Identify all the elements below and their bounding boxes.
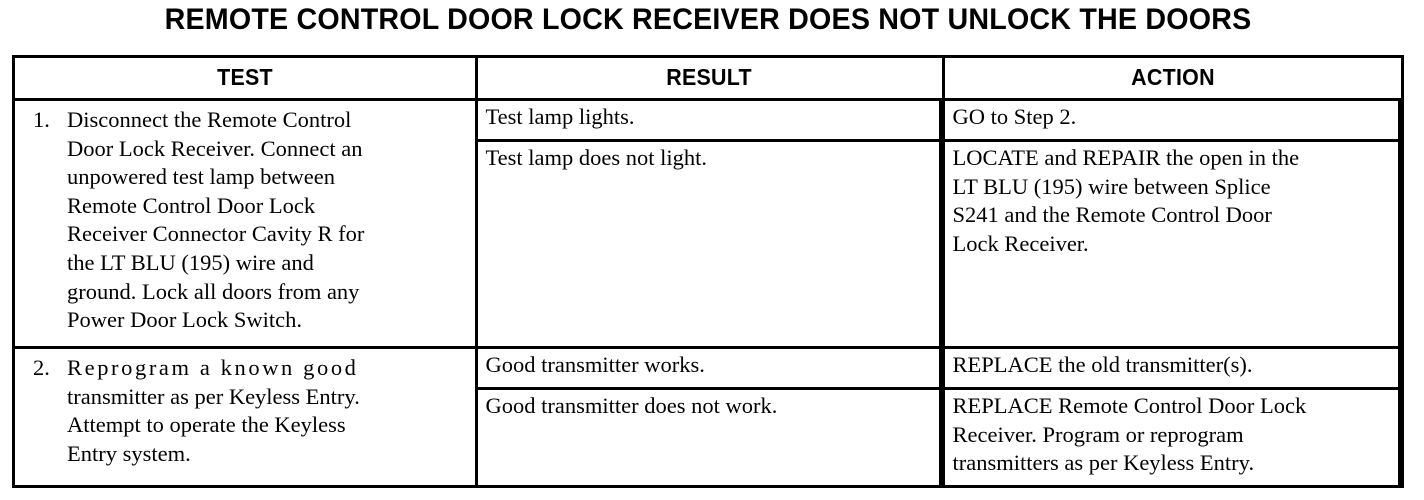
step-text-line: Door Lock Receiver. Connect an [67, 135, 363, 161]
step-text-line: Reprogram a known good [67, 355, 359, 381]
test-cell-step-1: 1. Disconnect the Remote Control Door Lo… [15, 99, 478, 348]
table-body: 1. Disconnect the Remote Control Door Lo… [15, 99, 1401, 485]
result-subrow: Test lamp does not light. [477, 139, 942, 347]
action-subtable-step-1: GO to Step 2. LOCATE and REPAIR the open… [944, 101, 1401, 347]
step-text-line: unpowered test lamp between [67, 164, 336, 190]
action-subrow: REPLACE the old transmitter(s). [944, 349, 1401, 389]
table-row: 1. Disconnect the Remote Control Door Lo… [15, 99, 1401, 348]
action-text-line: REPLACE Remote Control Door Lock [952, 393, 1307, 419]
action-outcome-1: REPLACE the old transmitter(s). [944, 349, 1401, 389]
step-text-line: transmitter as per Keyless Entry. [67, 383, 360, 409]
result-text-line: Good transmitter works. [485, 352, 705, 378]
action-text-line: REPLACE the old transmitter(s). [952, 352, 1253, 378]
action-subrow: GO to Step 2. [944, 101, 1401, 141]
test-cell-content: 1. Disconnect the Remote Control Door Lo… [15, 101, 475, 341]
action-subrow: LOCATE and REPAIR the open in the LT BLU… [944, 139, 1401, 347]
diagnostic-table: TEST RESULT ACTION 1. [15, 58, 1401, 485]
test-step-1: 1. Disconnect the Remote Control Door Lo… [29, 106, 469, 335]
step-text-line: Entry system. [67, 440, 191, 466]
result-subrow: Test lamp lights. [477, 101, 942, 141]
result-subtable-step-1: Test lamp lights. Test lamp does not lig… [477, 101, 942, 347]
result-outcome-1: Test lamp lights. [477, 101, 942, 141]
test-cell-step-2: 2. Reprogram a known good transmitter as… [15, 346, 478, 485]
step-text-line: Attempt to operate the Keyless [67, 412, 346, 438]
action-cell-step-1: GO to Step 2. LOCATE and REPAIR the open… [943, 100, 1401, 348]
test-step-2: 2. Reprogram a known good transmitter as… [29, 354, 469, 468]
result-text-line: Test lamp lights. [485, 104, 635, 129]
step-text-line: ground. Lock all doors from any [67, 278, 360, 304]
action-text-line: GO to Step 2. [952, 104, 1077, 129]
column-header-test-label: TEST [216, 64, 273, 90]
column-header-test: TEST [15, 58, 478, 101]
step-number: 2. [33, 355, 50, 381]
result-outcome-2: Good transmitter does not work. [477, 387, 942, 485]
result-outcome-1: Good transmitter works. [477, 349, 942, 389]
step-text-line: Disconnect the Remote Control [67, 107, 352, 132]
action-subtable-step-2: REPLACE the old transmitter(s). REPLACE … [944, 349, 1401, 485]
diagnostic-table-container: TEST RESULT ACTION 1. [12, 55, 1404, 488]
action-text-line: transmitters as per Keyless Entry. [952, 450, 1255, 476]
result-subrow: Good transmitter does not work. [477, 387, 942, 485]
result-text-line: Good transmitter does not work. [485, 393, 778, 419]
step-text-line: Remote Control Door Lock [67, 192, 316, 218]
action-text-line: LT BLU (195) wire between Splice [952, 173, 1271, 199]
action-outcome-2: LOCATE and REPAIR the open in the LT BLU… [944, 139, 1401, 347]
step-number: 1. [33, 107, 50, 132]
table-row: 2. Reprogram a known good transmitter as… [15, 346, 1401, 485]
result-cell-step-1: Test lamp lights. Test lamp does not lig… [476, 99, 945, 348]
page-title: REMOTE CONTROL DOOR LOCK RECEIVER DOES N… [164, 3, 1252, 36]
action-text-line: Receiver. Program or reprogram [952, 421, 1244, 447]
column-header-result-label: RESULT [666, 64, 753, 90]
action-text-line: S241 and the Remote Control Door [952, 202, 1272, 228]
result-subtable-step-2: Good transmitter works. Good transmitter… [477, 349, 942, 485]
step-text-line: Power Door Lock Switch. [67, 307, 302, 333]
header-row: TEST RESULT ACTION [15, 58, 1401, 101]
result-text-line: Test lamp does not light. [485, 145, 708, 170]
action-text-line: Lock Receiver. [952, 230, 1089, 256]
test-cell-content: 2. Reprogram a known good transmitter as… [15, 349, 475, 474]
result-subrow: Good transmitter works. [477, 349, 942, 389]
column-header-action-label: ACTION [1130, 64, 1215, 90]
result-cell-step-2: Good transmitter works. Good transmitter… [476, 346, 945, 485]
result-outcome-2: Test lamp does not light. [477, 139, 942, 347]
table-header: TEST RESULT ACTION [15, 58, 1401, 101]
action-outcome-1: GO to Step 2. [944, 101, 1401, 141]
step-text: Disconnect the Remote Control Door Lock … [67, 106, 469, 335]
step-text-line: Receiver Connector Cavity R for [67, 221, 365, 247]
step-text: Reprogram a known good transmitter as pe… [67, 354, 469, 468]
column-header-result: RESULT [476, 58, 945, 101]
action-text-line: LOCATE and REPAIR the open in the [952, 145, 1300, 170]
action-outcome-2: REPLACE Remote Control Door Lock Receive… [944, 387, 1401, 485]
action-cell-step-2: REPLACE the old transmitter(s). REPLACE … [943, 346, 1401, 485]
step-text-line: the LT BLU (195) wire and [67, 249, 314, 275]
column-header-action: ACTION [943, 58, 1401, 101]
action-subrow: REPLACE Remote Control Door Lock Receive… [944, 387, 1401, 485]
